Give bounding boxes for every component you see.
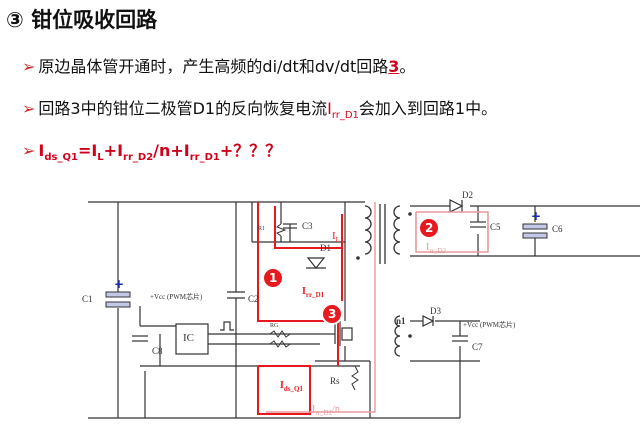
- secondary-loop: [415, 211, 489, 253]
- transformer-primary-icon: [364, 204, 401, 357]
- label-irr-d1: Irr_D1: [302, 286, 325, 299]
- label-c6: C6: [552, 224, 563, 234]
- loop-1-label: 1: [269, 271, 278, 285]
- label-vcc-2: +Vcc (PWM芯片): [463, 321, 516, 329]
- bullet-1-end: 。: [399, 57, 416, 76]
- bullet-arrow-icon: ➢: [22, 141, 36, 160]
- label-c1: C1: [82, 294, 93, 304]
- label-d2: D2: [462, 190, 473, 200]
- label-d1: D1: [320, 243, 331, 253]
- loop-markers: [262, 217, 440, 325]
- flyback-circuit-diagram: + +: [88, 199, 640, 419]
- label-rg: RG: [270, 323, 279, 329]
- bullet-2: ➢回路3中的钳位二极管D1的反向恢复电流Irr_D1会加入到回路1中。: [22, 95, 497, 121]
- page-title: ③ 钳位吸收回路: [6, 8, 158, 32]
- label-irr-d2-n: Irr_D2/n: [312, 404, 340, 417]
- label-d3: D3: [430, 306, 441, 316]
- bullet-1-text: 原边晶体管开通时，产生高频的di/dt和dv/dt回路: [38, 57, 389, 76]
- label-il: IL: [332, 230, 340, 245]
- svg-text:+: +: [531, 209, 541, 223]
- label-irr-d2: Irr_D2: [426, 242, 447, 255]
- circuit-wires: [88, 201, 640, 419]
- bullet-3-equation: ➢Ids_Q1=IL+Irr_D2/n+Irr_D1+？？？: [22, 141, 282, 164]
- circuit-labels: C1 C2 C3 C5 C6 C7 C8 D1 D2 D3 R1 RG Rs n…: [80, 186, 640, 427]
- bullet-2-text: 回路3中的钳位二极管D1的反向恢复电流: [38, 99, 328, 118]
- reflected-loop: [266, 202, 376, 413]
- capacitor-c6-icon: +: [522, 209, 548, 239]
- current-loops: [257, 202, 343, 415]
- irr-d1-symbol: Irr_D1: [327, 99, 359, 122]
- label-c8: C8: [152, 346, 163, 356]
- label-c5: C5: [490, 222, 501, 232]
- mosfet-q1-icon: [320, 321, 353, 346]
- diode-icons: [306, 199, 464, 327]
- loop-2-label: 2: [425, 221, 434, 235]
- label-ic: IC: [183, 332, 194, 344]
- bullet-arrow-icon: ➢: [22, 57, 36, 76]
- bullet-arrow-icon: ➢: [22, 99, 36, 118]
- winding-dots: [356, 212, 412, 338]
- label-ids-q1: Ids_Q1: [280, 380, 303, 393]
- capacitor-c1-icon: +: [105, 277, 131, 308]
- label-n1: n1: [396, 316, 406, 326]
- capacitor-plates: [132, 221, 486, 342]
- resistor-icons: [269, 223, 359, 391]
- label-c7: C7: [472, 342, 483, 352]
- loop-3-label: 3: [328, 307, 337, 321]
- label-c2: C2: [248, 294, 259, 304]
- bullet-1-loop-number: 3: [388, 57, 400, 76]
- label-vcc-1: +Vcc (PWM芯片): [150, 293, 203, 301]
- bullet-2-end: 会加入到回路1中。: [358, 99, 498, 118]
- label-c3: C3: [302, 221, 313, 231]
- label-rs: Rs: [330, 376, 340, 386]
- svg-text:+: +: [114, 277, 124, 291]
- bullet-1: ➢原边晶体管开通时，产生高频的di/dt和dv/dt回路3。: [22, 53, 415, 77]
- label-r1: R1: [258, 226, 266, 232]
